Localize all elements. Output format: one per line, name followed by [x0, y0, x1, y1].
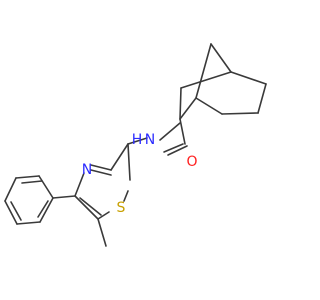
methyl-bond: [97, 218, 107, 247]
bond: [210, 43, 232, 73]
bond: [179, 118, 186, 145]
bond: [52, 195, 76, 199]
bond: [74, 172, 85, 197]
bond: [90, 169, 112, 176]
bond: [123, 190, 129, 202]
bond: [195, 97, 223, 115]
bond: [37, 200, 49, 218]
bond: [4, 200, 18, 225]
atom-labels: N H O N S: [82, 132, 198, 216]
thiazole-nitrogen-label: N: [82, 162, 92, 178]
bond: [179, 97, 197, 120]
amide-hydrogen-label: H: [132, 132, 143, 148]
bond: [79, 197, 102, 216]
phenyl-bonds: [4, 175, 76, 225]
bond: [257, 83, 267, 114]
bond: [230, 71, 267, 85]
bond: [97, 218, 107, 247]
thiazole-bonds: [74, 143, 131, 220]
bond: [127, 137, 148, 145]
molecule-canvas: N H O N S: [4, 43, 267, 247]
bond: [195, 43, 212, 99]
bond: [163, 143, 184, 153]
bond: [21, 180, 43, 184]
bond: [74, 195, 99, 220]
carbonyl-oxygen-label: O: [186, 154, 197, 170]
molecule-structure: N H O N S: [4, 43, 267, 247]
bond: [221, 112, 259, 115]
bond: [16, 221, 41, 225]
bond: [179, 87, 182, 120]
bond: [39, 197, 54, 223]
bond: [110, 143, 129, 171]
bond: [159, 122, 181, 141]
bond: [15, 175, 40, 179]
amide-nitrogen-label: N: [145, 132, 155, 148]
bond: [127, 143, 131, 181]
bond: [90, 164, 112, 171]
bond: [180, 71, 232, 89]
bond: [38, 175, 54, 199]
bond: [97, 211, 110, 220]
norbornane-bonds: [179, 43, 267, 120]
thiazole-sulfur-label: S: [117, 200, 126, 216]
bond: [4, 177, 17, 202]
amide-bonds: [127, 118, 188, 156]
bond: [167, 145, 188, 156]
bond: [10, 201, 22, 221]
